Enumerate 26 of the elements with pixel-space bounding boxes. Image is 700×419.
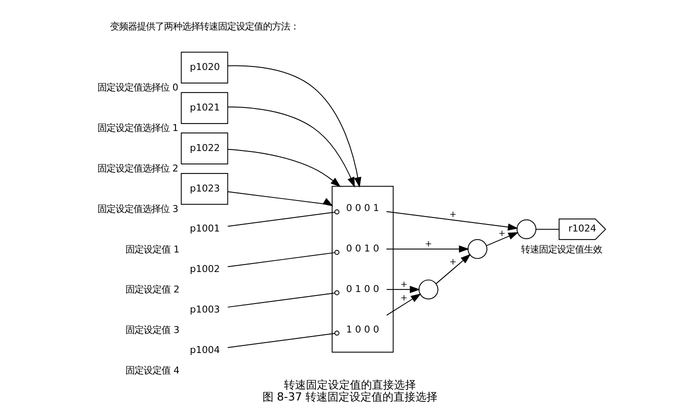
edge-label: + [400,280,408,290]
node-text: 0 0 1 0 [346,243,380,254]
edge-label: + [449,258,457,268]
edge-label: + [424,239,432,250]
edge-label: + [449,210,457,220]
node-text: p1004 [190,344,220,356]
diagram-title: 转速固定设定值的直接选择 [284,378,416,392]
node-label: 固定设定值选择位 3 [97,204,178,215]
node-text: 1 0 0 0 [346,324,380,336]
node-text: p1002 [190,264,220,276]
node-label: 固定设定值 1 [125,244,180,256]
edge-label: + [498,229,506,240]
node-text: p1001 [190,224,220,235]
node-text: 0 0 0 1 [346,203,380,214]
node-label: 转速固定设定值生效 [521,244,602,256]
node-label: 固定设定值 3 [125,325,180,336]
edge-label: + [400,294,408,304]
label: 变频器提供了两种选择转速固定设定值的方法： [110,22,299,33]
node-text: 0 1 0 0 [346,284,380,295]
node-label: 固定设定值选择位 2 [97,164,178,174]
node-label: 固定设定值选择位 0 [97,82,178,94]
node-label: 固定设定值 2 [125,284,180,296]
node-text: p1003 [190,304,220,316]
node-label: 固定设定值选择位 1 [97,123,178,134]
node-label: 固定设定值 4 [125,366,180,377]
caption: 图 8-37 转速固定设定值的直接选择 [262,390,438,404]
